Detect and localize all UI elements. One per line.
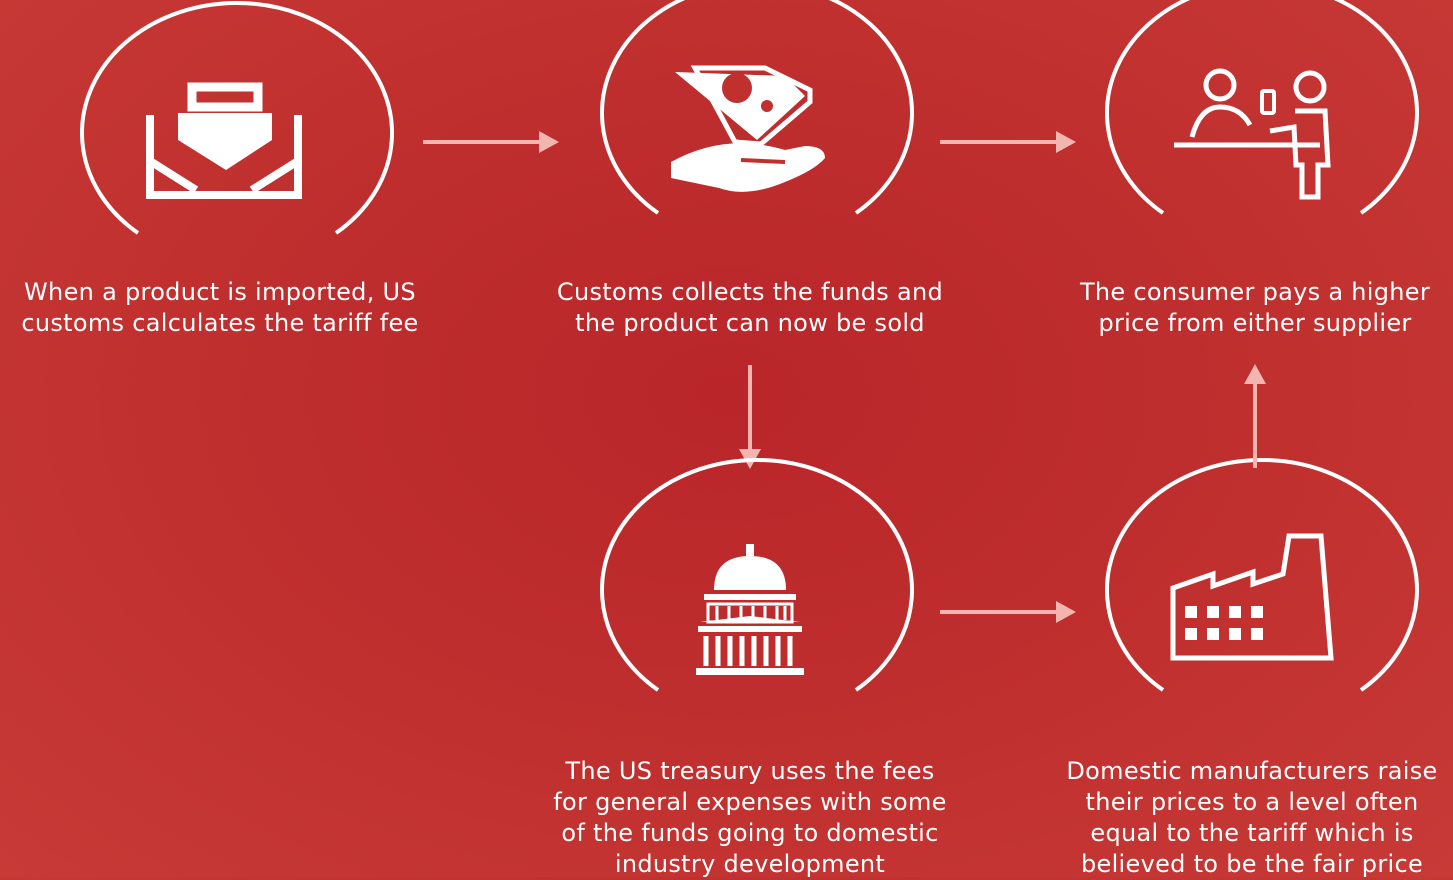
arrow-right-3 [940, 601, 1076, 623]
step-treasury-caption: The US treasury uses the fees for genera… [553, 757, 947, 878]
arrow-down [739, 365, 761, 469]
circle-frame [80, 0, 394, 235]
step-manufacturers-caption: Domestic manufacturers raise their price… [1066, 757, 1438, 878]
consumer-purchase-icon [1174, 68, 1331, 200]
factory-icon [1170, 533, 1334, 661]
circle-frame [1105, 457, 1419, 692]
step-import-caption: When a product is imported, US customs c… [21, 278, 419, 337]
step-consumer-caption: The consumer pays a higher price from ei… [1079, 278, 1431, 337]
arrow-right-1 [423, 131, 559, 153]
capitol-icon [696, 544, 804, 675]
step-customs-caption: Customs collects the funds and the produ… [556, 278, 944, 337]
ship-icon [146, 82, 302, 199]
circle-frame [1105, 0, 1419, 215]
circle-frame [600, 457, 914, 692]
arrow-right-2 [940, 131, 1076, 153]
money-hand-icon [671, 65, 825, 192]
arrow-up [1244, 364, 1266, 468]
circle-frame [600, 0, 914, 215]
